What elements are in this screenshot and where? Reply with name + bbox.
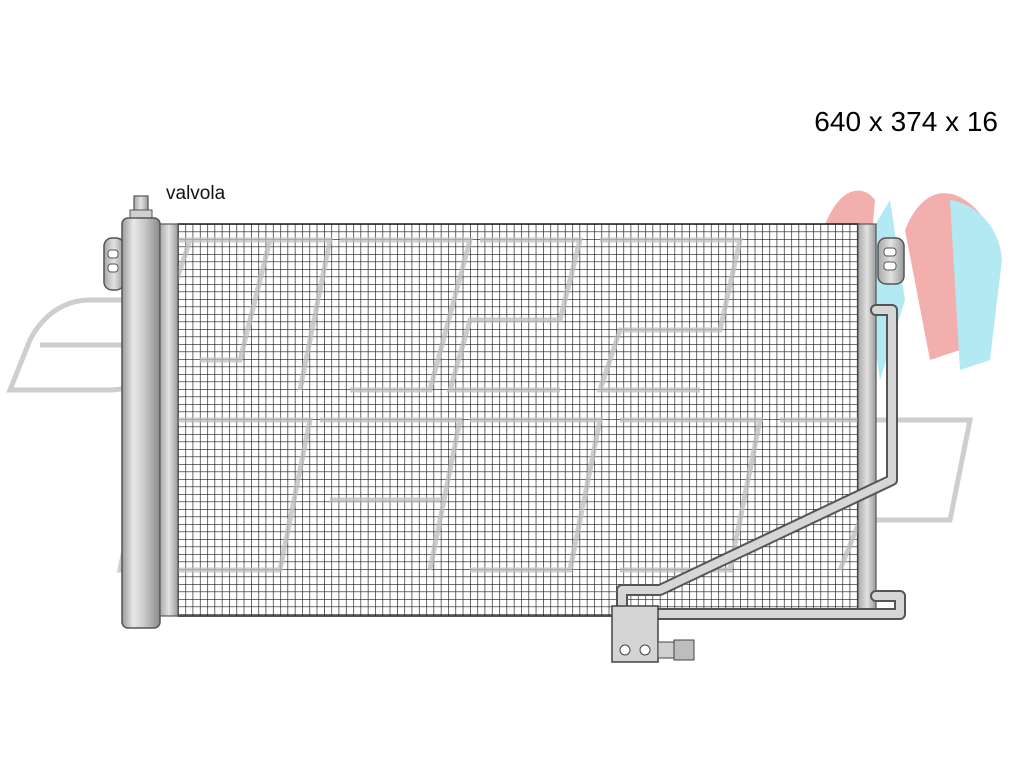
valve-label: valvola	[166, 183, 226, 204]
left-receiver-drier	[103, 195, 179, 629]
connector-block	[611, 605, 695, 663]
dimensions-label: 640 x 374 x 16	[814, 106, 998, 137]
